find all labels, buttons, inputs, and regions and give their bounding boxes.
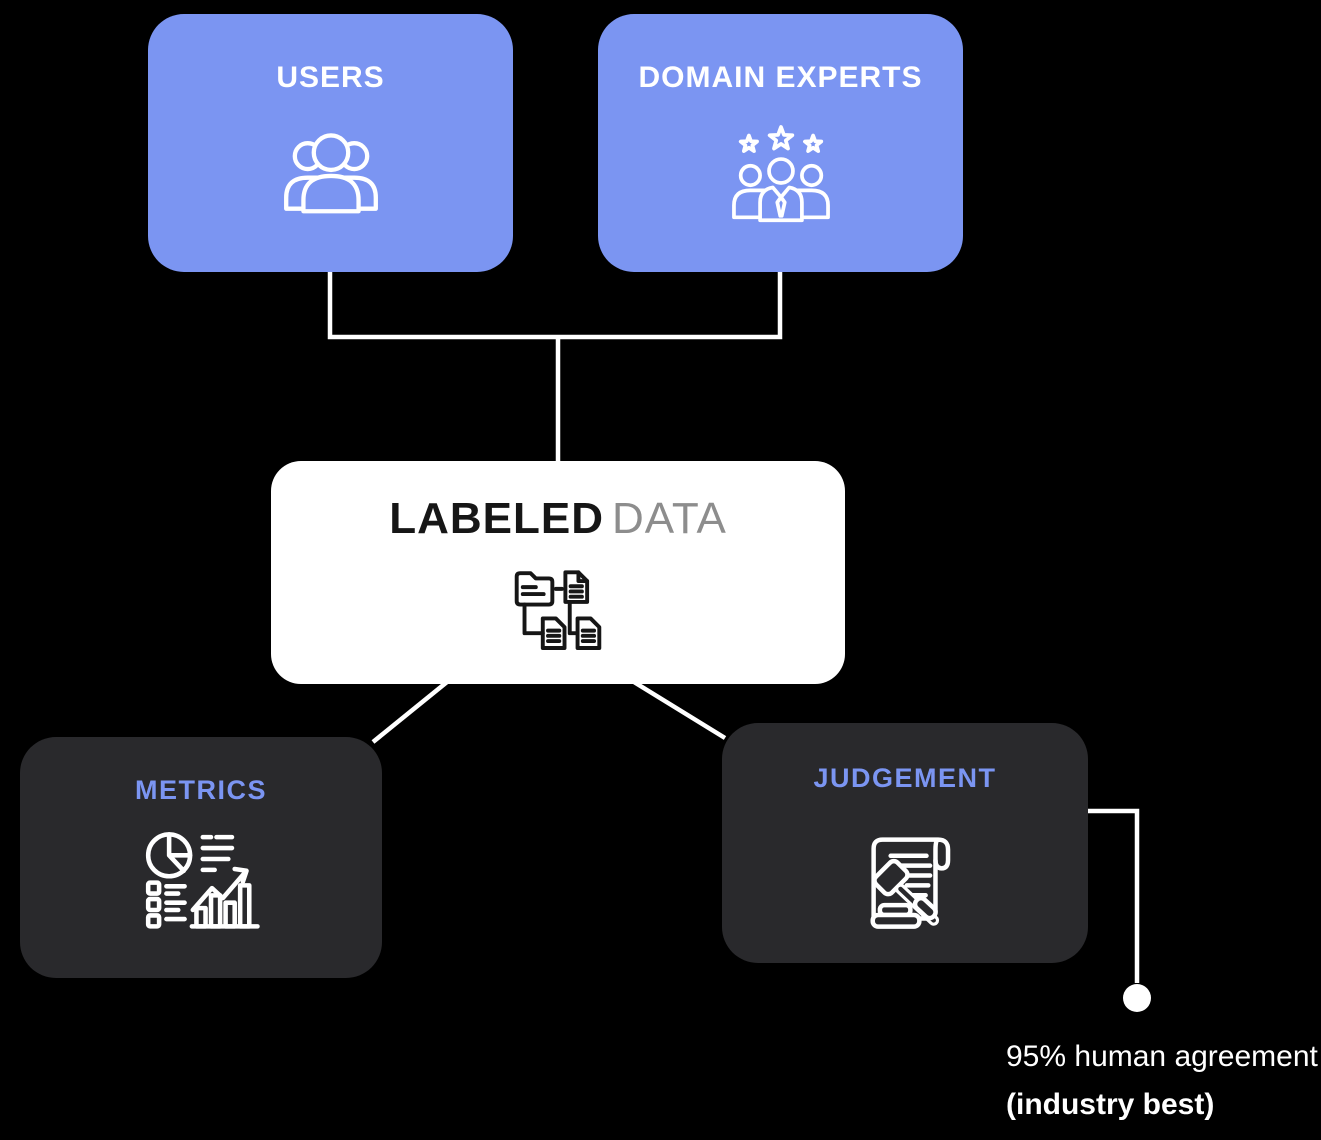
endpoint-dot <box>1123 984 1151 1012</box>
labeled-text: LABELED <box>389 494 604 543</box>
node-judgement: JUDGEMENT <box>722 723 1088 963</box>
node-metrics-title: METRICS <box>135 775 267 805</box>
node-users: USERS <box>148 14 513 272</box>
edge-judgement-to-endpoint <box>1088 808 1140 983</box>
edge-labeled-to-metrics <box>371 680 449 744</box>
annotation-block: 95% human agreement (industry best) <box>1006 1039 1318 1122</box>
analytics-charts-icon <box>145 832 260 929</box>
folder-documents-icon <box>514 570 602 650</box>
annotation-line2: (industry best) <box>1006 1088 1215 1121</box>
node-metrics: METRICS <box>20 737 382 978</box>
annotation-line1: 95% human agreement <box>1006 1040 1318 1073</box>
edge-labeled-to-judgement <box>632 680 727 740</box>
node-users-title: USERS <box>276 61 385 94</box>
node-domain-experts: DOMAIN EXPERTS <box>598 14 963 272</box>
edge-users-experts-to-labeled <box>327 272 783 463</box>
data-text: DATA <box>611 494 727 543</box>
users-group-icon <box>283 133 378 214</box>
experts-rating-icon <box>731 125 830 223</box>
node-judgement-title: JUDGEMENT <box>813 763 997 793</box>
node-domain-experts-title: DOMAIN EXPERTS <box>638 61 923 94</box>
gavel-scroll-icon <box>870 837 951 929</box>
